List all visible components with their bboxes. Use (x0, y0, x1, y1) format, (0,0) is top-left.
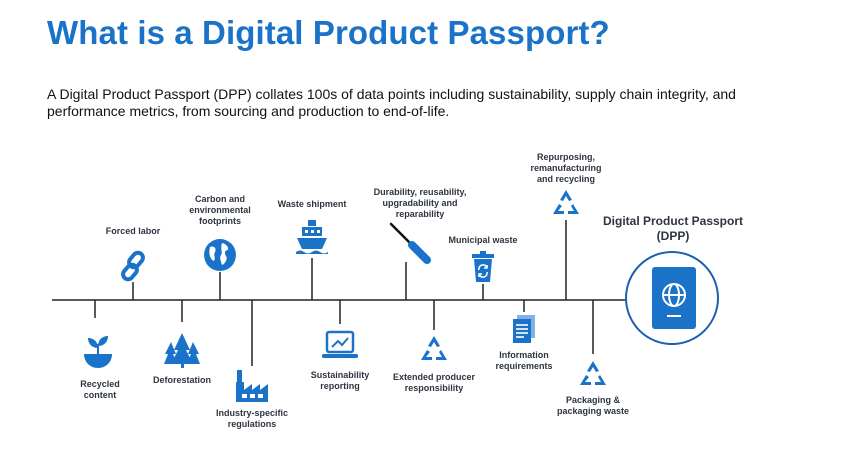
label-packaging: Packaging & packaging waste (556, 395, 630, 416)
label-information-requirements: Information requirements (495, 350, 553, 371)
label-municipal-waste: Municipal waste (448, 235, 518, 245)
label-industry-regulations: Industry-specific regulations (215, 408, 289, 429)
label-extended-producer: Extended producer responsibility (392, 372, 476, 393)
ship-icon (295, 219, 329, 255)
dpp-title: Digital Product Passport (DPP) (602, 214, 744, 243)
sprout-icon (82, 334, 114, 370)
recycle-bin-icon (470, 251, 496, 283)
recycle-icon (419, 334, 449, 364)
screwdriver-icon (387, 220, 433, 266)
label-sustainability-reporting: Sustainability reporting (310, 370, 370, 391)
recycle-icon (578, 359, 608, 389)
label-recycled-content: Recycled content (80, 379, 120, 400)
passport-globe-icon (652, 267, 696, 329)
label-waste-shipment: Waste shipment (277, 199, 347, 209)
page-title: What is a Digital Product Passport? (47, 14, 610, 51)
recycle-icon (551, 188, 581, 218)
document-icon (511, 314, 537, 344)
laptop-chart-icon (321, 330, 359, 360)
chain-link-icon (117, 250, 149, 282)
globe-icon (202, 237, 238, 273)
label-repurposing: Repurposing, remanufacturing and recycli… (530, 152, 602, 184)
intro-text: A Digital Product Passport (DPP) collate… (47, 86, 736, 119)
label-deforestation: Deforestation (152, 375, 212, 385)
label-durability: Durability, reusability, upgradability a… (373, 187, 467, 219)
label-carbon-footprints: Carbon and environmental footprints (189, 194, 251, 226)
label-forced-labor: Forced labor (105, 226, 161, 236)
trees-icon (163, 332, 201, 368)
factory-icon (234, 368, 270, 402)
